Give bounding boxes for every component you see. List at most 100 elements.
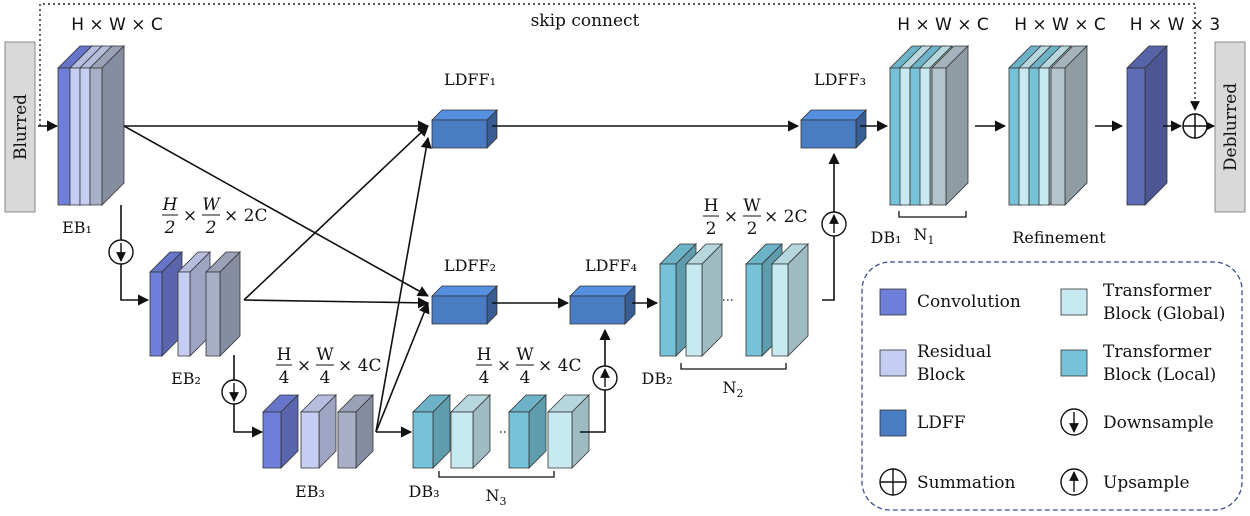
ldff2-label: LDFF₂ bbox=[444, 256, 496, 275]
svg-text:N2: N2 bbox=[723, 378, 744, 400]
db3-plate-4 bbox=[547, 394, 590, 469]
eb1-plate-4 bbox=[89, 45, 125, 206]
eb3-label: EB₃ bbox=[295, 482, 325, 501]
legend-downsample: Downsample bbox=[1103, 413, 1214, 433]
brace-n2: N2 bbox=[680, 363, 787, 400]
eb2-plate-3 bbox=[205, 251, 241, 357]
db2-plate-2 bbox=[685, 243, 723, 357]
legend-tlocal-swatch bbox=[1060, 349, 1088, 377]
ldff3-label: LDFF₃ bbox=[814, 70, 866, 89]
eb3-plate-1 bbox=[262, 394, 299, 469]
ldff-modules bbox=[431, 109, 867, 325]
dim-output: H × W × 3 bbox=[1130, 15, 1221, 35]
ldff3-cube bbox=[800, 109, 867, 149]
legend-tglobal-1: Transformer bbox=[1103, 281, 1212, 301]
legend-downsample-icon bbox=[1060, 408, 1088, 436]
svg-text:× 4C: × 4C bbox=[538, 356, 581, 376]
legend-summation-icon bbox=[879, 468, 907, 496]
legend-tlocal-1: Transformer bbox=[1103, 342, 1212, 362]
svg-text:W: W bbox=[743, 196, 761, 216]
downsample-icon-1 bbox=[108, 239, 134, 265]
db3-label: DB₃ bbox=[409, 482, 440, 501]
ldff1-label: LDFF₁ bbox=[444, 70, 496, 89]
svg-text:4: 4 bbox=[279, 368, 290, 388]
legend-tglobal-swatch bbox=[1060, 288, 1088, 316]
svg-text:× 4C: × 4C bbox=[338, 356, 381, 376]
svg-text:W: W bbox=[202, 195, 221, 215]
legend-residual-swatch bbox=[879, 349, 907, 377]
legend-tlocal-2: Block (Local) bbox=[1103, 365, 1216, 385]
legend-upsample: Upsample bbox=[1103, 473, 1190, 493]
brace-n3: N3 bbox=[438, 471, 555, 508]
svg-text:4: 4 bbox=[520, 368, 531, 388]
svg-text:×: × bbox=[724, 207, 738, 227]
legend: Convolution Residual Block LDFF Summatio… bbox=[861, 261, 1243, 511]
svg-text:× 2C: × 2C bbox=[224, 206, 267, 226]
svg-text:2: 2 bbox=[164, 218, 176, 238]
downsample-icon-2 bbox=[221, 379, 247, 405]
svg-text:×: × bbox=[183, 206, 197, 226]
svg-text:2: 2 bbox=[747, 219, 758, 239]
brace-n1: N1 bbox=[898, 211, 967, 247]
svg-text:H: H bbox=[704, 196, 719, 216]
svg-text:H: H bbox=[477, 345, 492, 365]
legend-ldff: LDFF bbox=[917, 413, 966, 433]
db3-plate-3 bbox=[508, 394, 547, 469]
eb3-plate-3 bbox=[337, 394, 374, 469]
svg-text:N1: N1 bbox=[914, 225, 935, 247]
db2-label: DB₂ bbox=[642, 369, 673, 388]
db2-plate-4 bbox=[771, 243, 809, 357]
svg-text:H: H bbox=[277, 345, 292, 365]
svg-text:N3: N3 bbox=[486, 486, 507, 508]
svg-text:×: × bbox=[497, 356, 511, 376]
block-plates bbox=[57, 45, 1168, 469]
svg-text:4: 4 bbox=[320, 368, 331, 388]
eb2-plate-1 bbox=[149, 251, 183, 357]
svg-text:2: 2 bbox=[205, 218, 217, 238]
deblurred-output-box: Deblurred bbox=[1214, 41, 1246, 213]
skip-connect-label: skip connect bbox=[531, 11, 640, 31]
svg-text:H: H bbox=[162, 195, 179, 215]
final-conv-plate bbox=[1126, 45, 1168, 206]
dim-refinement: H × W × C bbox=[1014, 15, 1106, 35]
upsample-icon-2 bbox=[821, 211, 847, 237]
dim-eb2: H 2 × W 2 × 2C bbox=[162, 195, 268, 238]
dim-db1: H × W × C bbox=[897, 15, 989, 35]
eb3-plate-2 bbox=[300, 394, 337, 469]
svg-text:W: W bbox=[516, 345, 534, 365]
dim-db3: H 4 × W 4 × 4C bbox=[476, 345, 581, 388]
db1-plate-5 bbox=[931, 45, 969, 206]
ldff4-label: LDFF₄ bbox=[585, 256, 637, 275]
legend-summation: Summation bbox=[917, 473, 1015, 493]
db3-plate-1 bbox=[412, 394, 451, 469]
deblurred-label: Deblurred bbox=[1221, 83, 1241, 171]
ldff2-cube bbox=[431, 285, 498, 325]
legend-upsample-icon bbox=[1060, 468, 1088, 496]
eb2-plate-2 bbox=[177, 251, 211, 357]
ldff4-cube bbox=[569, 285, 636, 325]
dim-eb1: H × W × C bbox=[71, 15, 163, 35]
dim-db2: H 2 × W 2 × 2C bbox=[703, 196, 807, 239]
refinement-plate-5 bbox=[1050, 45, 1088, 206]
svg-text:W: W bbox=[316, 345, 334, 365]
summation-icon bbox=[1182, 113, 1208, 139]
legend-residual-1: Residual bbox=[917, 342, 991, 362]
eb1-label: EB₁ bbox=[62, 218, 92, 237]
ldff1-cube bbox=[431, 109, 498, 149]
legend-ldff-swatch bbox=[879, 409, 907, 437]
svg-text:×: × bbox=[297, 356, 311, 376]
db3-plate-2 bbox=[450, 394, 491, 469]
svg-text:4: 4 bbox=[479, 368, 490, 388]
eb2-label: EB₂ bbox=[171, 369, 201, 388]
refinement-label: Refinement bbox=[1012, 228, 1106, 247]
blurred-label: Blurred bbox=[11, 94, 31, 160]
upsample-icon-1 bbox=[592, 365, 618, 391]
svg-text:2: 2 bbox=[706, 219, 717, 239]
skip-connection: skip connect bbox=[39, 3, 1200, 126]
db1-label: DB₁ bbox=[871, 228, 902, 247]
legend-tglobal-2: Block (Global) bbox=[1103, 304, 1225, 324]
legend-convolution: Convolution bbox=[917, 292, 1021, 312]
legend-residual-2: Block bbox=[917, 365, 966, 385]
legend-convolution-swatch bbox=[879, 288, 907, 316]
